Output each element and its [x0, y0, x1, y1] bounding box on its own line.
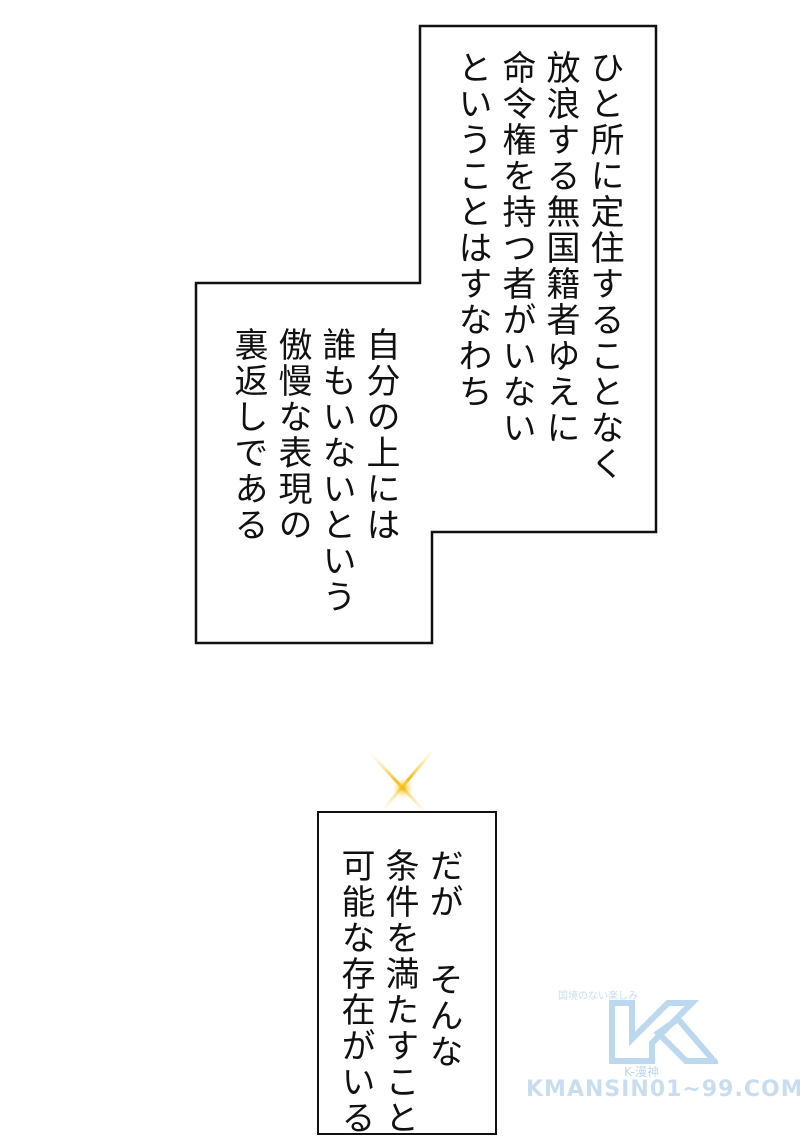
watermark-tagline: 国境のない楽しみ — [558, 991, 638, 1002]
watermark-url: KMANSIN01~99.COM — [526, 1077, 800, 1102]
caption-box-3 — [317, 811, 497, 1135]
sparkle-icon — [367, 747, 437, 816]
watermark-logo-icon — [609, 1000, 718, 1064]
caption-line: 条件を満たすこと — [379, 848, 419, 1136]
caption-line: 命令権を持つ者がいない — [496, 50, 536, 446]
caption-text-2: 自分の上には 誰もいないという 傲慢な表現の 裏返しである — [226, 327, 402, 615]
caption-text-3: だが そんな 条件を満たすこと 可能な存在がいる — [333, 848, 465, 1136]
caption-line: 誰もいないという — [316, 327, 356, 615]
caption-line: ということはすなわち — [452, 50, 492, 410]
caption-text-1: ひと所に定住することなく 放浪する無国籍者ゆえに 命令権を持つ者がいない という… — [450, 50, 626, 482]
caption-box-outline — [194, 24, 658, 645]
caption-line: だが そんな — [423, 848, 463, 1070]
caption-line: 傲慢な表現の — [272, 327, 312, 543]
watermark-subtitle: K-漫神 — [624, 1065, 659, 1079]
caption-line: ひと所に定住することなく — [584, 50, 624, 482]
caption-box-merged — [194, 24, 658, 645]
caption-line: 放浪する無国籍者ゆえに — [540, 50, 580, 446]
caption-line: 裏返しである — [228, 327, 268, 543]
caption-line: 自分の上には — [360, 327, 400, 543]
caption-line: 可能な存在がいる — [335, 848, 375, 1136]
watermark: 国境のない楽しみ K-漫神 KMANSIN01~99.COM — [520, 985, 800, 1111]
